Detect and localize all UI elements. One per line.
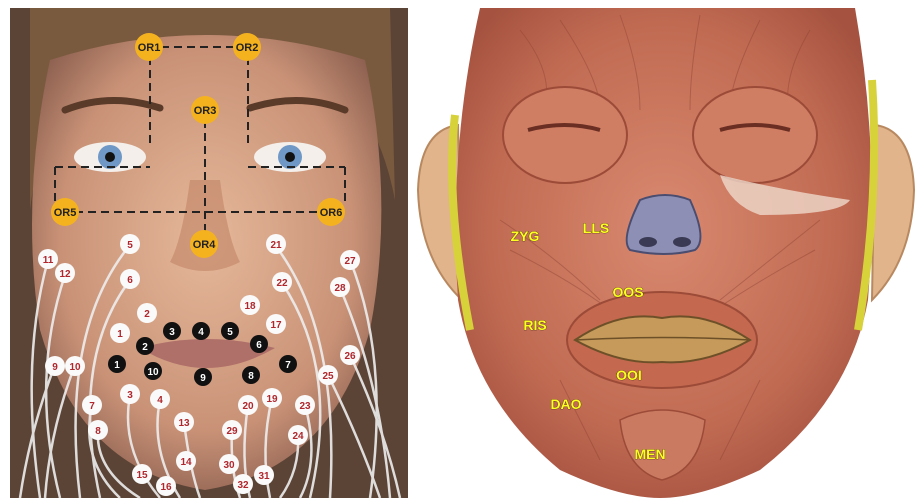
- nasal-cartilage: [627, 195, 701, 254]
- electrode-label: 11: [43, 255, 54, 266]
- left-orbicularis-oculi: [503, 87, 627, 183]
- or-marker-label: OR4: [193, 239, 217, 251]
- electrode-label: 32: [237, 480, 249, 491]
- electrode-label: 2: [144, 309, 150, 320]
- electrode-label: 28: [334, 283, 346, 294]
- black-electrode-label: 1: [114, 360, 120, 371]
- electrode-label: 10: [69, 362, 81, 373]
- electrode-label: 27: [344, 256, 356, 267]
- label-men: MEN: [634, 446, 665, 462]
- or-marker-label: OR1: [138, 42, 161, 54]
- right-orbicularis-oculi: [693, 87, 817, 183]
- black-electrode-label: 3: [169, 327, 175, 338]
- right-ear: [872, 125, 914, 300]
- left-nostril: [639, 237, 657, 247]
- electrode-label: 4: [157, 395, 163, 406]
- electrode-label: 15: [136, 470, 148, 481]
- right-pupil: [285, 152, 295, 162]
- electrode-label: 24: [292, 431, 304, 442]
- electrode-label: 30: [223, 460, 235, 471]
- electrode-label: 22: [276, 278, 288, 289]
- electrode-label: 9: [52, 362, 58, 373]
- electrode-label: 13: [178, 418, 190, 429]
- label-lls: LLS: [583, 220, 609, 236]
- electrode-label: 17: [270, 320, 282, 331]
- or-marker-label: OR5: [54, 207, 77, 219]
- electrode-label: 1: [117, 329, 123, 340]
- electrode-label: 20: [242, 401, 254, 412]
- label-ris: RIS: [523, 317, 546, 333]
- right-nostril: [673, 237, 691, 247]
- or-marker-label: OR2: [236, 42, 259, 54]
- black-electrode-label: 6: [256, 340, 262, 351]
- electrode-label: 29: [226, 426, 238, 437]
- electrode-label: 16: [160, 482, 172, 493]
- electrode-label: 7: [89, 401, 95, 412]
- black-electrode-label: 4: [198, 327, 204, 338]
- electrode-label: 26: [344, 351, 356, 362]
- label-dao: DAO: [550, 396, 581, 412]
- label-zyg: ZYG: [511, 228, 540, 244]
- anatomy-panel: ZYG LLS OOS RIS OOI DAO MEN: [418, 8, 914, 498]
- electrode-label: 23: [299, 401, 311, 412]
- label-oos: OOS: [612, 284, 643, 300]
- electrode-label: 19: [266, 394, 278, 405]
- black-electrode-label: 5: [227, 327, 233, 338]
- or-marker-label: OR6: [320, 207, 343, 219]
- electrode-label: 5: [127, 240, 133, 251]
- electrode-label: 3: [127, 390, 133, 401]
- electrode-label: 31: [258, 471, 270, 482]
- electrode-label: 21: [270, 240, 282, 251]
- black-electrode-label: 8: [248, 371, 254, 382]
- electrode-label: 18: [244, 301, 256, 312]
- or-marker-label: OR3: [194, 105, 217, 117]
- black-electrode-label: 10: [147, 367, 159, 378]
- black-electrode-label: 2: [142, 342, 148, 353]
- electrode-label: 25: [322, 371, 334, 382]
- photo-panel: OR1 OR2 OR3 OR4 OR5 OR6 1 2 3 4 5 6 7 8 …: [10, 8, 408, 498]
- electrode-label: 14: [180, 457, 192, 468]
- label-ooi: OOI: [616, 367, 642, 383]
- left-pupil: [105, 152, 115, 162]
- electrode-label: 6: [127, 275, 133, 286]
- black-electrode-label: 9: [200, 373, 206, 384]
- black-electrode-label: 7: [285, 360, 291, 371]
- electrode-label: 12: [59, 269, 71, 280]
- electrode-label: 8: [95, 426, 101, 437]
